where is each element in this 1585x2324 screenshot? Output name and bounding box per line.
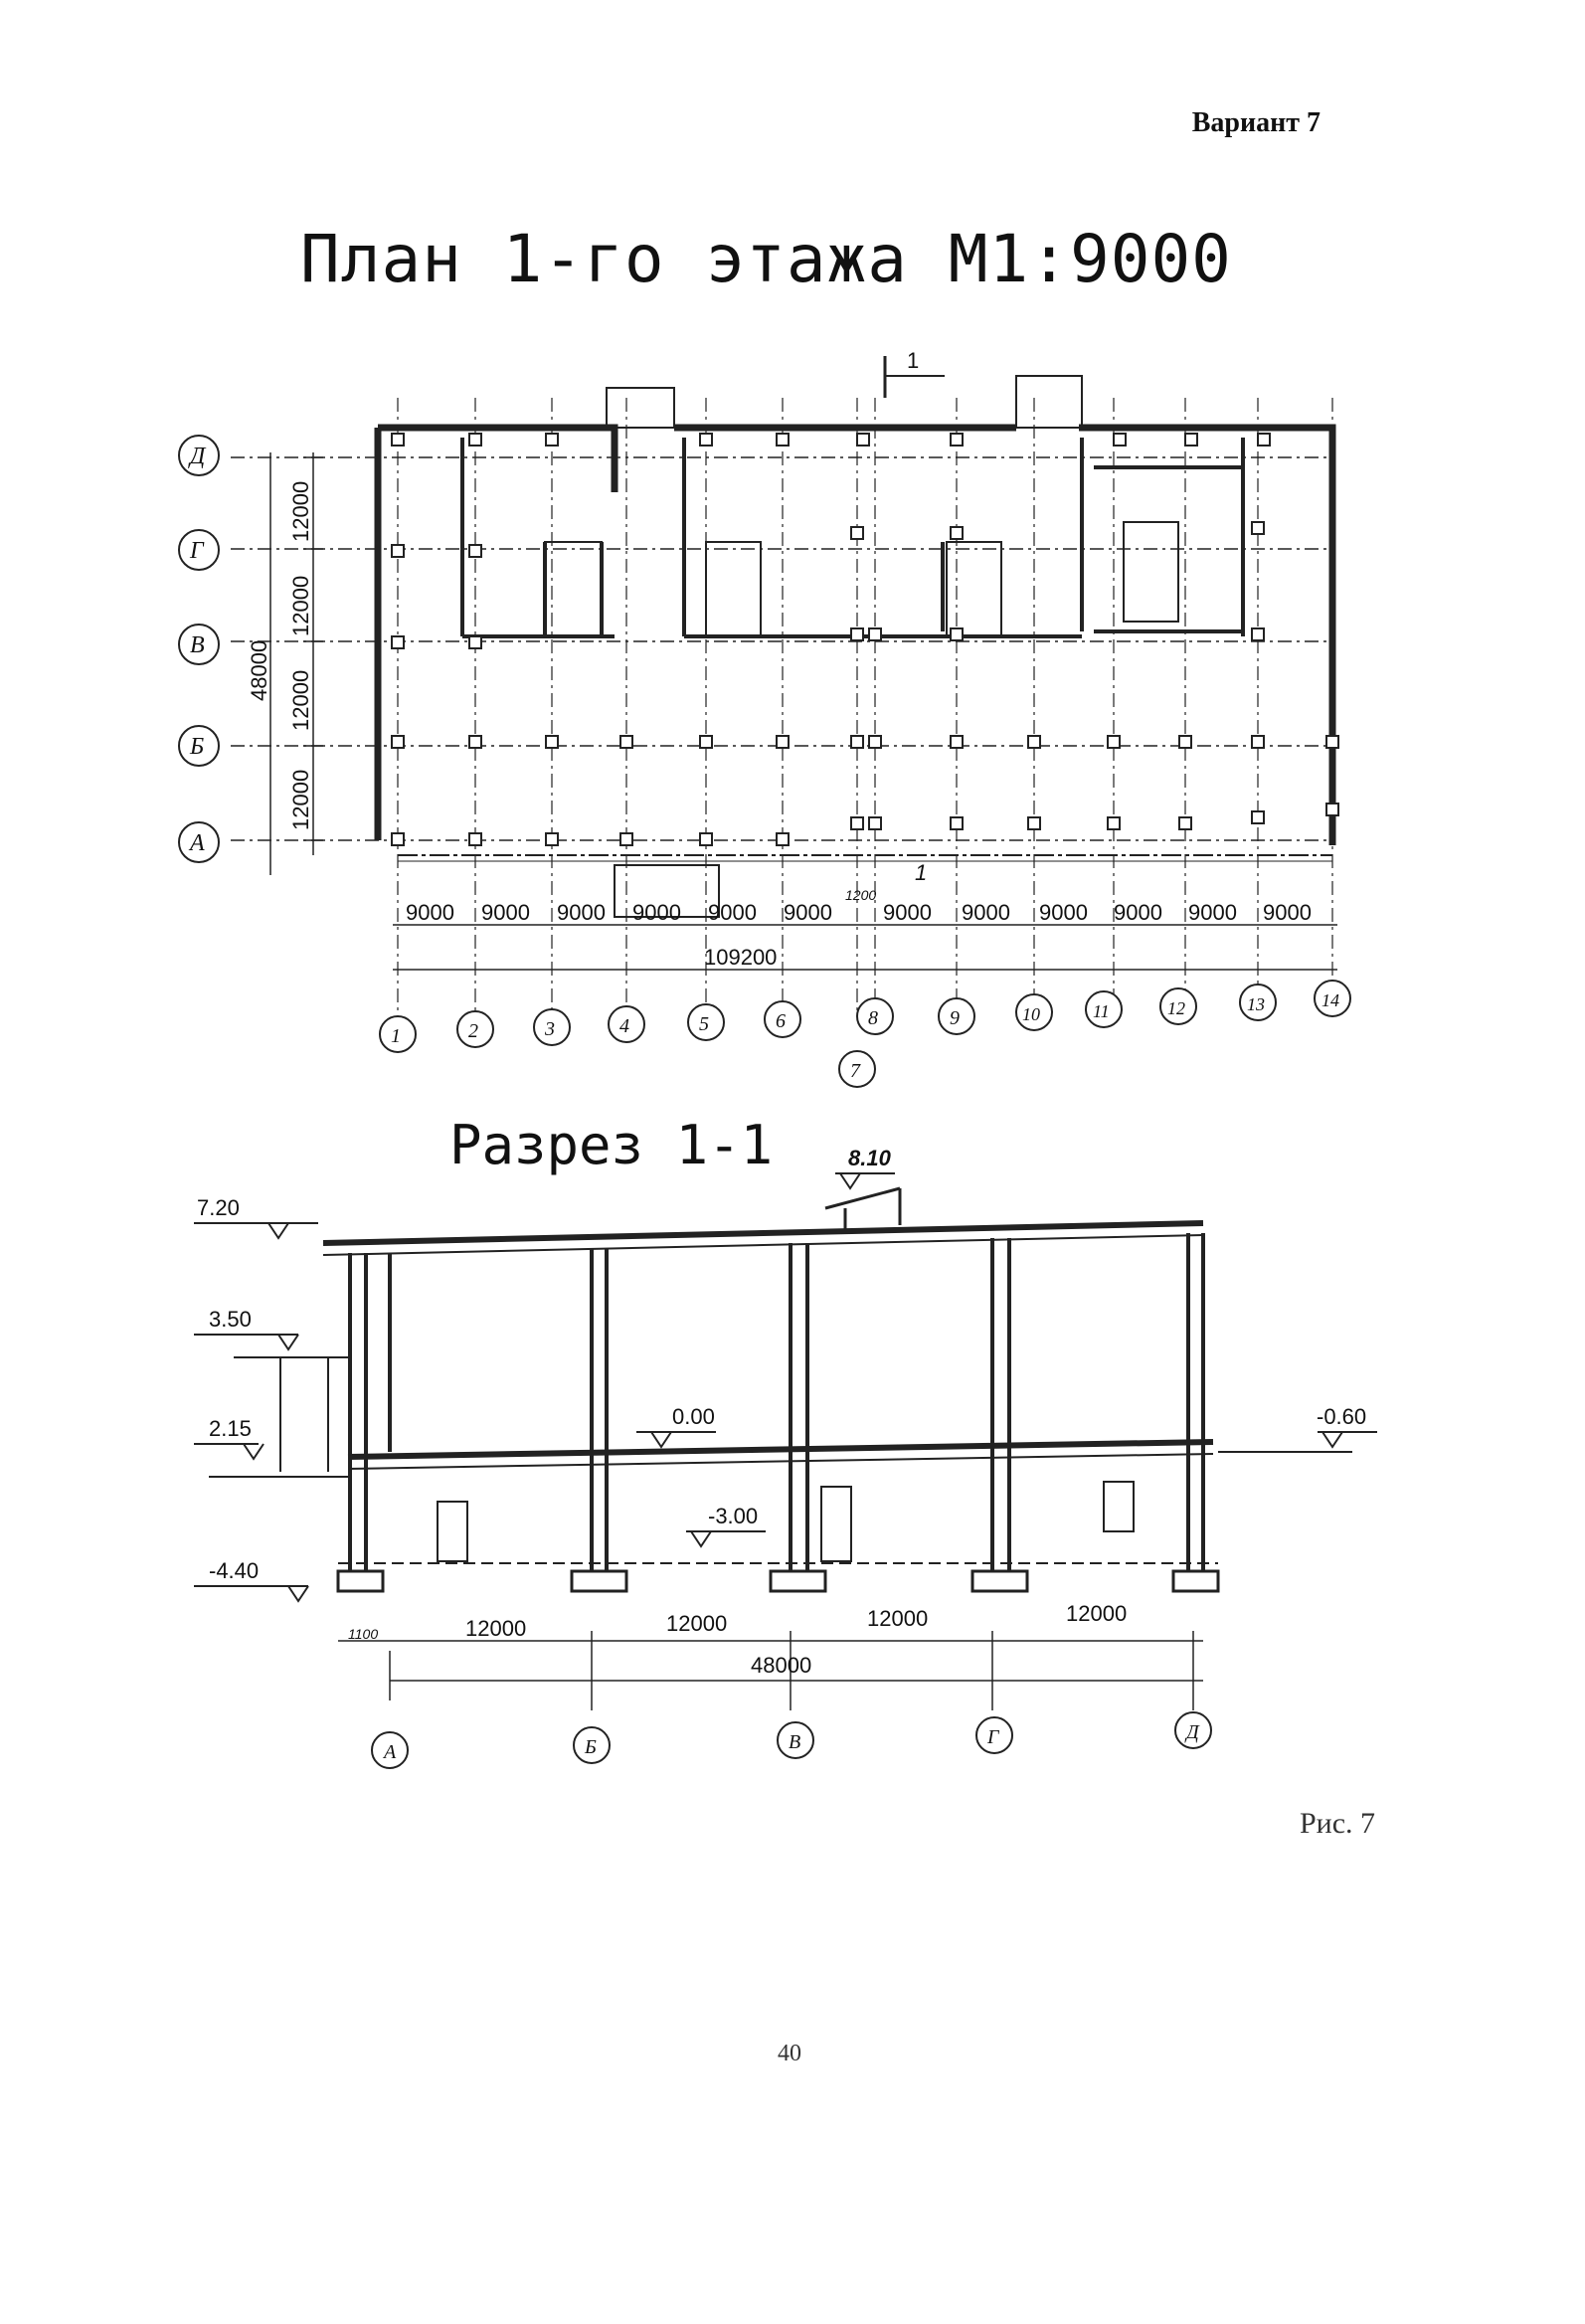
col-axis-label: 8 — [868, 1007, 878, 1029]
grid-columns — [397, 398, 1333, 1014]
section-axis-label: Б — [584, 1736, 597, 1758]
col-dimension: 9000 — [962, 900, 1010, 925]
col-axis-label: 6 — [776, 1010, 786, 1032]
col-axis-label: 2 — [468, 1020, 478, 1042]
section-drawing — [194, 1172, 1377, 1769]
edge-dimension: 1100 — [348, 1626, 378, 1642]
plan-title: План 1-го этажа М1:9000 — [300, 221, 1232, 297]
col-dimension: 9000 — [784, 900, 832, 925]
col-dimension: 9000 — [1039, 900, 1088, 925]
floor-slab — [347, 1439, 1214, 1470]
row-axis-label: В — [190, 632, 205, 658]
col-axis-label: 14 — [1321, 990, 1339, 1010]
level-label: -4.40 — [209, 1558, 259, 1583]
col-axis-label: 7 — [850, 1060, 861, 1082]
col-dimension: 9000 — [406, 900, 454, 925]
variant-label: Вариант 7 — [1191, 107, 1321, 138]
col-dimension: 9000 — [708, 900, 757, 925]
col-axis-label: 9 — [950, 1007, 960, 1029]
section-columns — [348, 1233, 1205, 1571]
ground-line — [209, 1451, 1352, 1564]
col-axis-label: 11 — [1093, 1001, 1110, 1021]
front-facade — [398, 854, 1332, 862]
stair-towers — [606, 375, 1083, 918]
section-total-dimension: 48000 — [751, 1653, 811, 1678]
level-label: 0.00 — [672, 1404, 715, 1429]
section-axis-label: Д — [1184, 1721, 1200, 1743]
section-axis-label: В — [789, 1731, 800, 1753]
section-title: Разрез 1-1 — [449, 1114, 774, 1176]
col-dimension: 9000 — [557, 900, 606, 925]
row-dimension-chain — [269, 452, 323, 875]
col-dimension: 9000 — [1263, 900, 1312, 925]
figure-caption: Рис. 7 — [1300, 1807, 1376, 1840]
basement-doors — [437, 1481, 1135, 1562]
section-dimension: 12000 — [867, 1606, 928, 1631]
col-axis-label: 13 — [1247, 994, 1265, 1014]
row-axis-label: Г — [189, 538, 205, 564]
floor-plan: 1 — [178, 348, 1351, 1088]
row-dimension: 12000 — [288, 576, 313, 636]
row-axis-label: Б — [189, 734, 204, 760]
level-label: 3.50 — [209, 1307, 252, 1332]
col-axis-label: 10 — [1022, 1004, 1040, 1024]
section-axis-markers — [371, 1711, 1212, 1769]
section-cut-label: 1 — [907, 348, 919, 373]
roof-slab — [322, 1220, 1204, 1256]
section-dimension: 12000 — [465, 1616, 526, 1641]
section-dimension: 12000 — [666, 1611, 727, 1636]
row-dimension: 12000 — [288, 670, 313, 731]
col-dimension: 9000 — [632, 900, 681, 925]
col-axis-label: 12 — [1167, 998, 1185, 1018]
section-axis-label: А — [382, 1741, 397, 1763]
section-axis-label: Г — [986, 1726, 1000, 1748]
row-axis-label: Д — [188, 444, 207, 469]
total-height-dimension: 48000 — [247, 640, 271, 701]
col-dimension: 9000 — [481, 900, 530, 925]
plan-columns — [391, 433, 1339, 846]
section-labels: 8.10 7.20 3.50 2.15 0.00 -0.60 -3.00 -4.… — [197, 1146, 1366, 1763]
col-dimension: 9000 — [1114, 900, 1162, 925]
col-axis-label: 1 — [391, 1025, 401, 1047]
foundations — [336, 1569, 1220, 1593]
section-dimension-chain — [338, 1631, 1203, 1710]
col-dimension-chain — [393, 924, 1337, 971]
level-label: 2.15 — [209, 1416, 252, 1441]
col-dimension: 9000 — [883, 900, 932, 925]
small-dimension: 1200 — [845, 887, 876, 903]
section-cut-mark: 1 — [883, 348, 945, 398]
col-dimension: 9000 — [1188, 900, 1237, 925]
col-axis-label: 3 — [544, 1018, 555, 1040]
page-number: 40 — [778, 2041, 801, 2066]
col-axis-markers — [379, 980, 1351, 1088]
section-cut-label-bottom: 1 — [915, 860, 927, 885]
stair-boxes — [544, 521, 1179, 637]
row-dimension: 12000 — [288, 770, 313, 830]
level-label: 7.20 — [197, 1195, 240, 1220]
level-markers — [194, 1172, 1377, 1603]
level-label: 8.10 — [848, 1146, 892, 1170]
plan-labels: Д Г В Б А 12000 12000 12000 12000 48000 … — [188, 444, 1339, 1082]
row-dimension: 12000 — [288, 481, 313, 542]
col-axis-label: 5 — [699, 1013, 709, 1035]
skylight — [824, 1186, 902, 1231]
level-label: -3.00 — [708, 1504, 758, 1528]
row-axis-label: А — [188, 830, 205, 856]
section-dimension: 12000 — [1066, 1601, 1127, 1626]
total-width-dimension: 109200 — [704, 945, 777, 970]
row-axis-markers — [178, 435, 220, 863]
col-axis-label: 4 — [619, 1015, 629, 1037]
entrance-canopy — [234, 1356, 350, 1472]
level-label: -0.60 — [1317, 1404, 1366, 1429]
